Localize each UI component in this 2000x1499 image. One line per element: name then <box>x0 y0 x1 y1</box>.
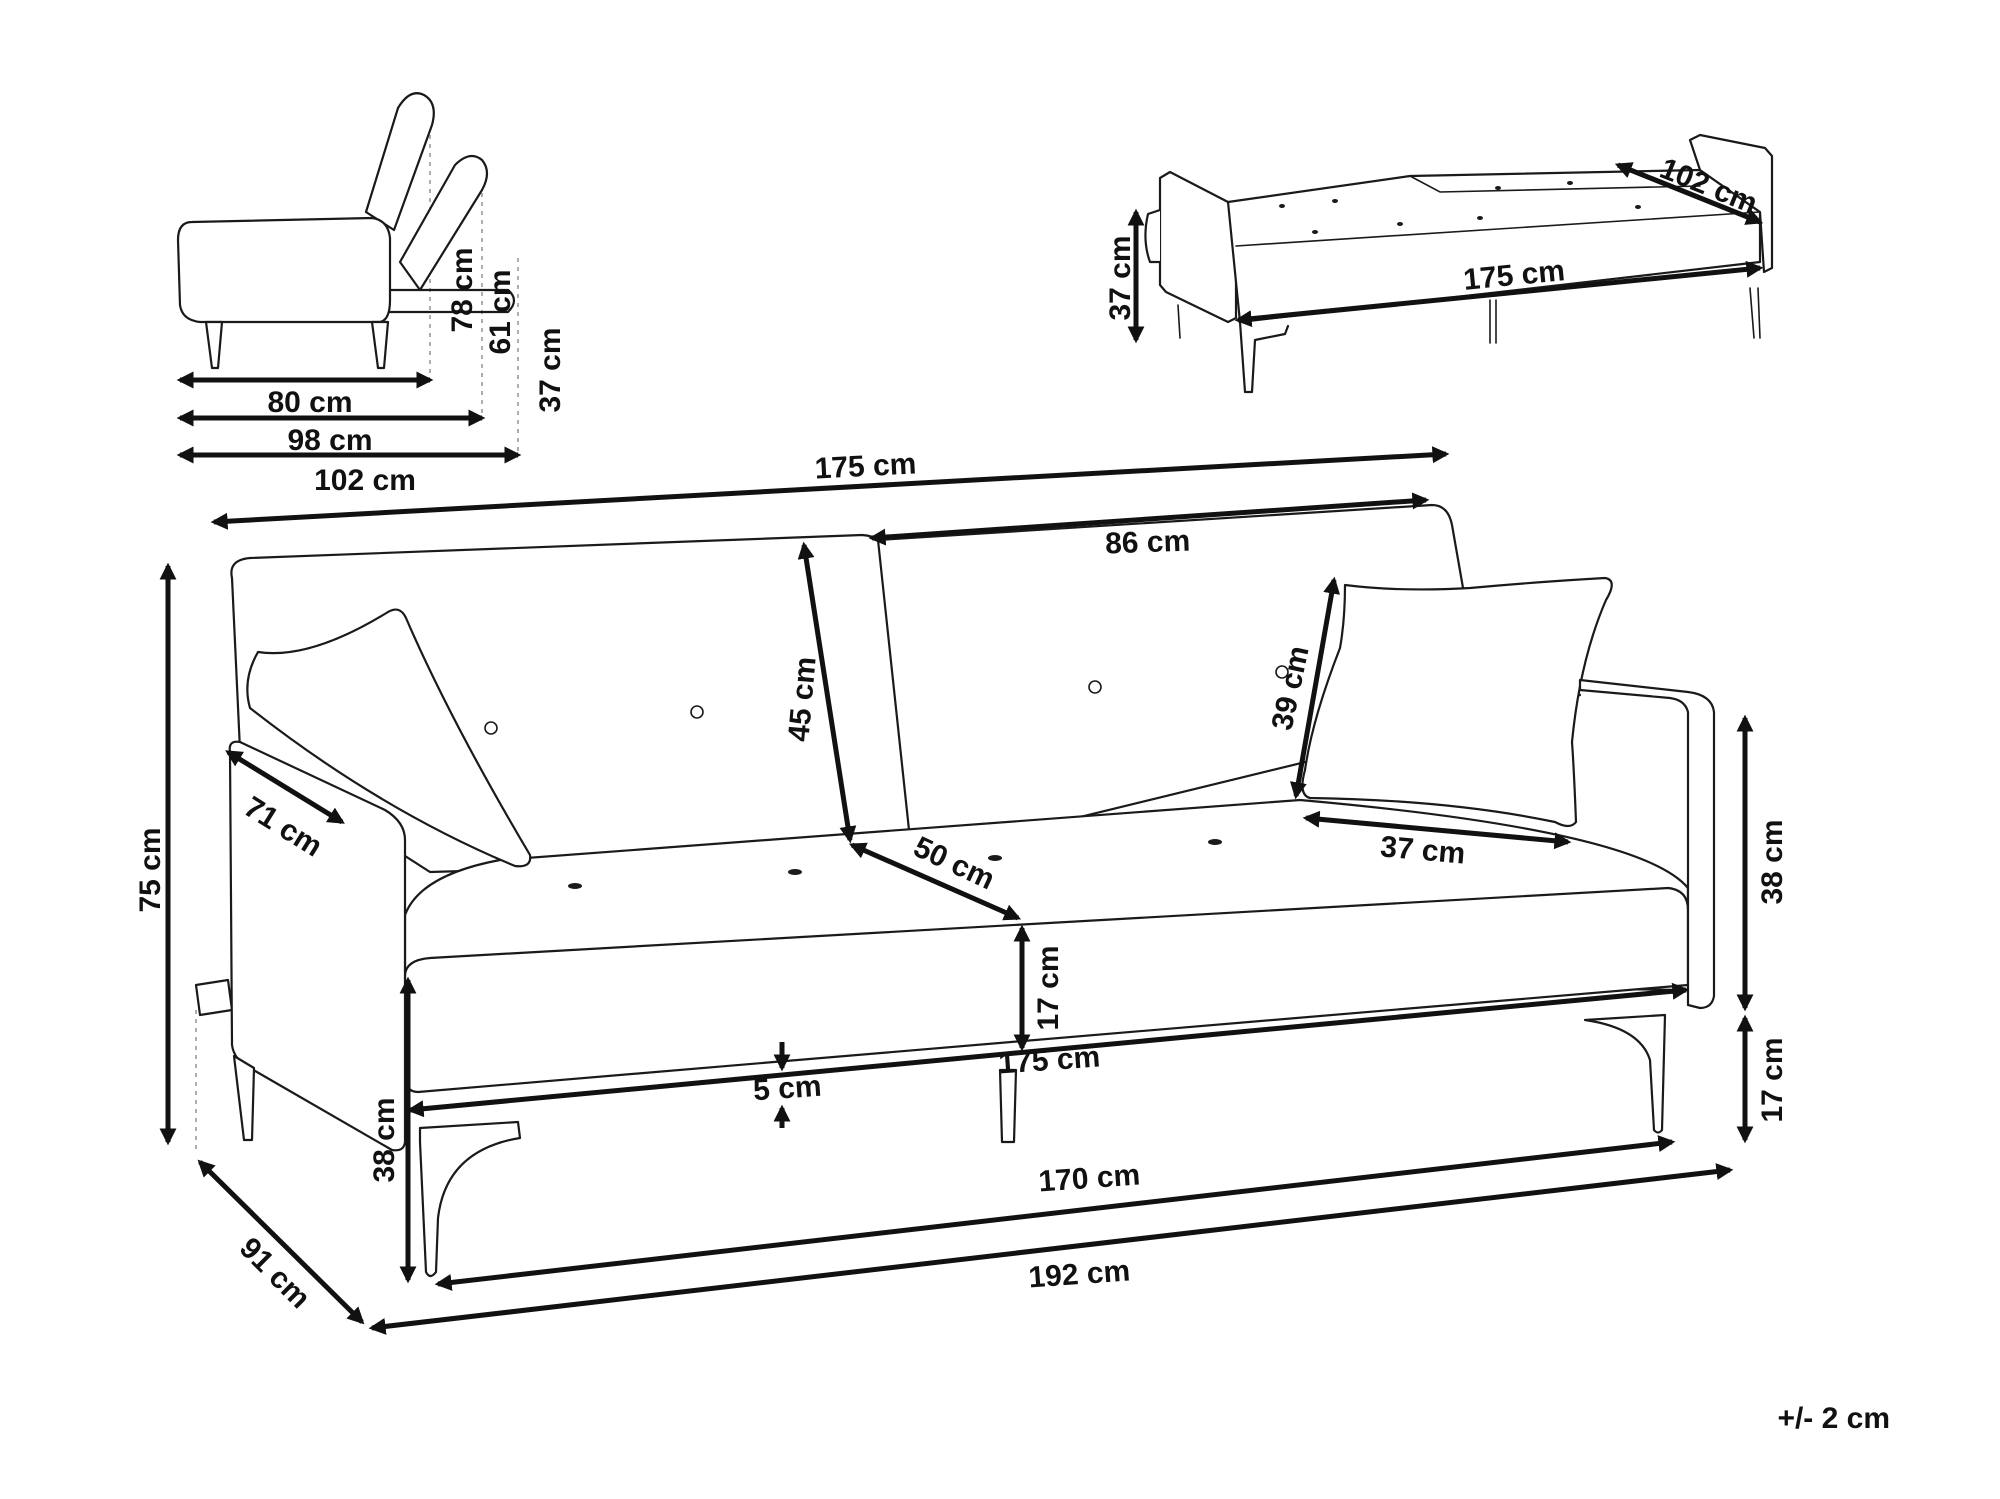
label-backcushion-width: 86 cm <box>1105 525 1191 561</box>
label-total-length: 192 cm <box>1027 1255 1131 1295</box>
bed-leg-2 <box>1238 320 1290 394</box>
side-view <box>176 92 519 455</box>
dim-line-total-depth <box>197 1159 365 1325</box>
dim-line-backcushion <box>868 492 1430 546</box>
bed-arm-left <box>1158 170 1238 324</box>
label-seat-height: 38 cm <box>368 1097 401 1182</box>
dimension-lines <box>159 162 1764 1335</box>
dim-line-seat-width <box>406 982 1690 1118</box>
bed-leg-3 <box>1489 299 1497 344</box>
label-side-depth-bed: 102 cm <box>314 464 416 497</box>
label-bed-height: 37 cm <box>1104 235 1137 320</box>
pillow-left <box>246 608 532 868</box>
side-leg-back <box>370 320 390 370</box>
dim-line-total-length <box>368 1163 1734 1335</box>
label-side-height-back: 78 cm <box>446 247 479 332</box>
backrest-button <box>1275 665 1289 679</box>
label-seat-thickness: 17 cm <box>1032 945 1065 1030</box>
label-clearance: 5 cm <box>752 1070 823 1108</box>
backrest-button <box>690 705 704 719</box>
dim-line-pillow-height <box>1289 576 1341 800</box>
dim-line-bed-depth <box>1614 162 1764 225</box>
leg-front-left <box>418 1120 522 1278</box>
bed-leg-1 <box>1177 304 1181 339</box>
side-leg-front <box>204 320 224 370</box>
label-side-height-mid: 61 cm <box>484 269 517 354</box>
armrest-right <box>1578 678 1716 1010</box>
bed-mattress <box>1226 168 1762 324</box>
label-total-depth: 91 cm <box>233 1232 316 1315</box>
dim-line-armrest-depth <box>225 749 345 825</box>
backrest-button <box>1088 680 1102 694</box>
pillow-right <box>1301 576 1613 828</box>
leg-middle <box>998 1068 1018 1144</box>
label-pillow-width: 37 cm <box>1379 830 1467 870</box>
dim-line-bed-width <box>1234 260 1764 328</box>
dim-line-back-height <box>797 541 857 844</box>
label-side-depth-reclined: 98 cm <box>287 424 372 457</box>
label-side-height-bed: 37 cm <box>534 327 567 412</box>
side-seat-body <box>176 216 392 324</box>
label-side-depth-seat: 80 cm <box>267 386 352 419</box>
dim-line-pillow-width <box>1302 810 1572 850</box>
dim-line-seat-depth <box>848 842 1022 921</box>
label-seat-width: 175 cm <box>997 1041 1101 1081</box>
dim-line-total-width <box>210 446 1450 530</box>
leg-front-right <box>1583 1013 1667 1134</box>
tolerance-note: +/- 2 cm <box>1777 1402 1890 1435</box>
side-bed-flat <box>378 288 516 314</box>
label-total-width: 175 cm <box>814 447 917 485</box>
label-legs-span: 170 cm <box>1037 1159 1141 1199</box>
bed-leg-4 <box>1749 287 1761 339</box>
label-armrest-height: 38 cm <box>1756 819 1789 904</box>
side-backrest-upright <box>364 92 435 232</box>
backrest-button <box>484 721 498 735</box>
side-backrest-reclined <box>398 154 489 292</box>
label-back-height: 45 cm <box>782 655 822 743</box>
label-total-height: 75 cm <box>134 827 167 912</box>
leg-back-left <box>232 1054 256 1142</box>
label-leg-height: 17 cm <box>1756 1037 1789 1122</box>
